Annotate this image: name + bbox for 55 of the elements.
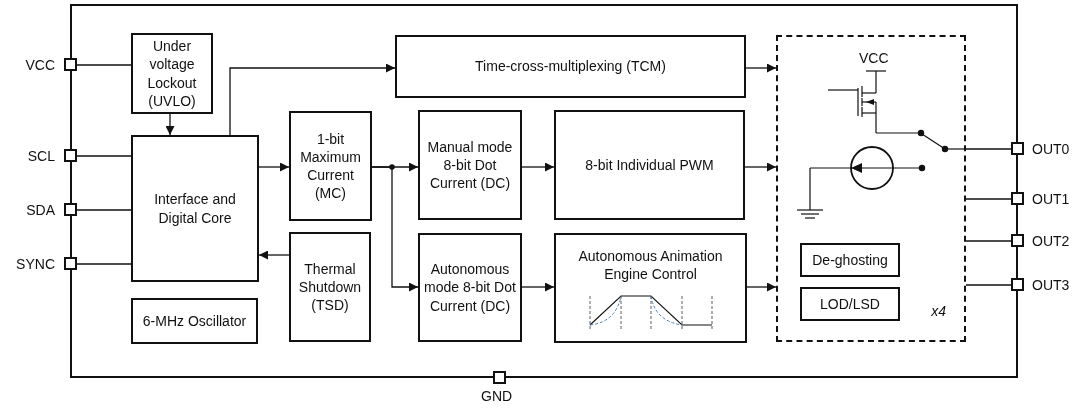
multiplier-label: x4 (931, 302, 946, 320)
function-block (289, 111, 372, 221)
arrow (258, 250, 290, 260)
connector-line (965, 198, 1012, 200)
pin-label: SDA (26, 201, 55, 219)
pin-label: OUT0 (1032, 140, 1070, 158)
block-label: 8-bit Individual PWM (585, 155, 714, 175)
connector-line (965, 148, 1012, 150)
function-block (289, 232, 371, 342)
pin-label: SYNC (16, 255, 55, 273)
function-block (395, 35, 746, 98)
arrow (745, 63, 777, 73)
chip-outline (70, 4, 1018, 378)
dashed-output-stage-box (776, 35, 966, 342)
connector-line (76, 64, 132, 66)
block-label: Time-cross-multiplexing (TCM) (475, 57, 666, 76)
arrow (746, 282, 777, 292)
block-label: 1-bit Maximum Current (MC) (299, 129, 362, 203)
block-label: Manual mode 8-bit Dot Current (DC) (426, 137, 514, 193)
block-label: De-ghosting (812, 250, 888, 270)
pin-label: GND (481, 387, 513, 405)
function-block (554, 233, 747, 343)
pin-label: OUT1 (1032, 190, 1070, 208)
connector-line (76, 155, 132, 157)
connector-line (76, 209, 132, 211)
arrow (521, 162, 555, 172)
function-block (131, 298, 258, 344)
pin-label: SCL (27, 147, 55, 165)
arrow (229, 63, 396, 136)
function-block (131, 33, 213, 114)
pin-label: OUT2 (1032, 232, 1070, 250)
arrow (744, 162, 777, 172)
pin-label: VCC (25, 56, 55, 74)
block-label: Autonomous Animation Engine Control (577, 247, 724, 284)
function-block (131, 135, 259, 282)
arrow (521, 282, 555, 292)
pin-label: OUT3 (1032, 276, 1070, 294)
function-block (418, 233, 522, 342)
function-block (800, 243, 900, 277)
block-label: Thermal Shutdown (TSD) (297, 259, 363, 315)
arrow (371, 166, 419, 292)
block-label: Under voltage Lockout (UVLO) (146, 37, 198, 110)
function-block (418, 110, 522, 220)
block-label: LOD/LSD (820, 294, 880, 314)
arrow (165, 113, 175, 136)
block-label: 6-MHz Oscillator (142, 311, 247, 331)
connector-line (965, 284, 1012, 286)
block-label: Autonomous mode 8-bit Dot Current (DC) (423, 260, 517, 315)
arrow (258, 162, 290, 172)
block-label: Interface and Digital Core (153, 190, 237, 227)
supply-label: VCC (859, 50, 889, 66)
function-block (554, 110, 745, 220)
connector-line (965, 240, 1012, 242)
function-block (800, 287, 900, 321)
connector-line (76, 263, 132, 265)
